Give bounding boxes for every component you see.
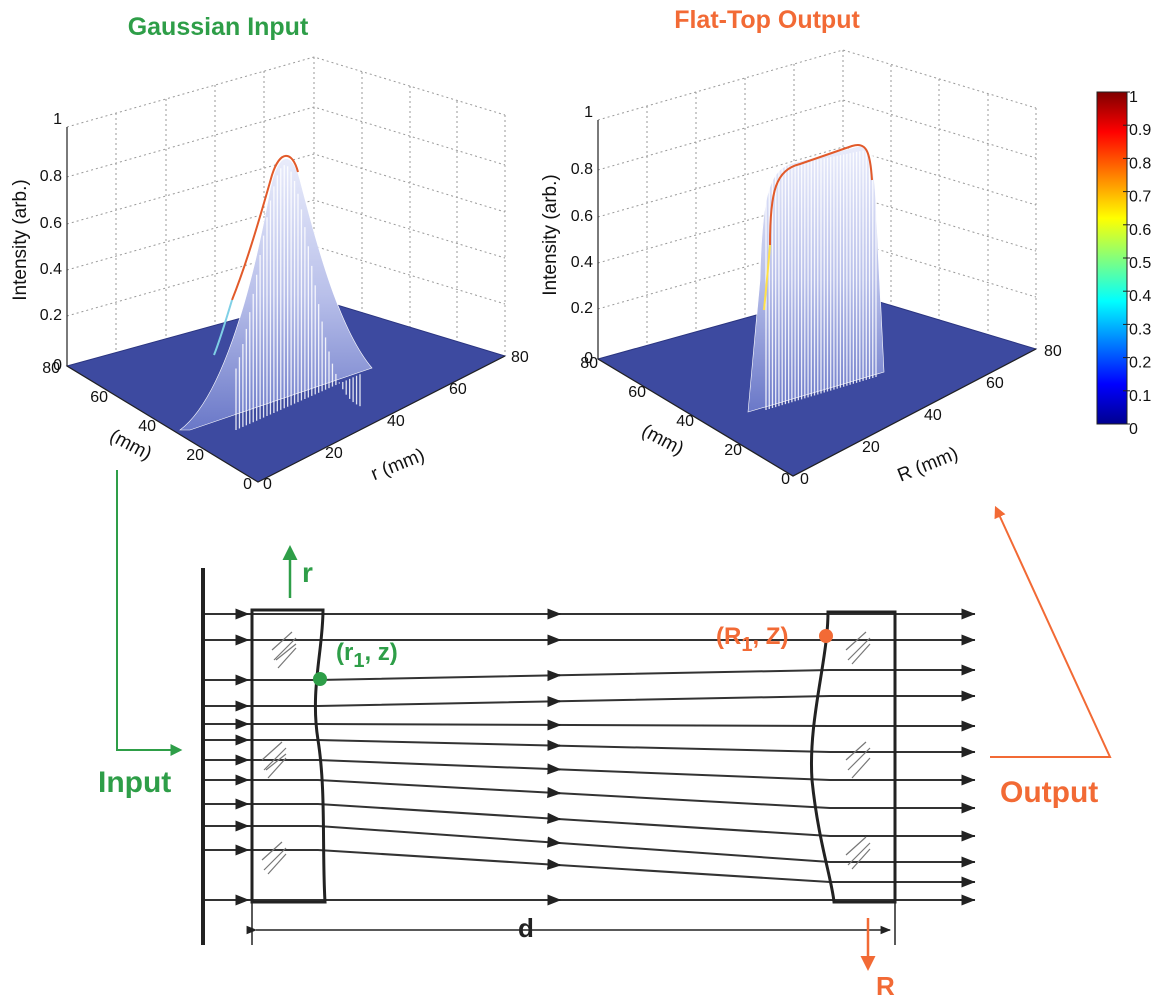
left-ztick: 0.2 [40, 307, 62, 324]
output-lens [809, 610, 897, 904]
left-xtick: 0 [263, 476, 272, 493]
right-ytick: 40 [676, 413, 694, 430]
colorbar-tick-label: 0.7 [1129, 189, 1151, 206]
lens-hatching [261, 631, 871, 875]
right-xtick: 20 [862, 439, 880, 456]
right-plot-title: Flat-Top Output [674, 6, 860, 34]
right-ytick: 80 [580, 355, 598, 372]
colorbar-tick-label: 0.9 [1129, 122, 1151, 139]
colorbar-tick-label: 0.3 [1129, 321, 1151, 338]
left-xtick: 80 [511, 349, 529, 366]
left-ztick: 0.4 [40, 261, 62, 278]
left-surface-mesh [235, 165, 361, 430]
right-ztick: 0.6 [571, 208, 593, 225]
right-xtick: 80 [1044, 343, 1062, 360]
colorbar-tick-label: 0.8 [1129, 155, 1151, 172]
right-surface-mesh [765, 148, 877, 410]
left-ztick: 1 [53, 111, 62, 128]
colorbar-tick-label: 0 [1129, 421, 1138, 438]
ray-arrow [547, 812, 562, 824]
right-zlabel: Intensity (arb.) [540, 174, 561, 295]
left-xtick: 40 [387, 413, 405, 430]
input-connector [116, 470, 183, 756]
left-ytick: 60 [90, 389, 108, 406]
colorbar-tick-label: 1 [1129, 89, 1138, 106]
left-ytick: 0 [243, 476, 252, 493]
right-ztick: 0 [584, 350, 593, 367]
left-plot-title: Gaussian Input [128, 13, 309, 41]
distance-label: d [518, 913, 534, 943]
colorbar-gradient [1096, 91, 1128, 425]
left-xtick: 20 [325, 445, 343, 462]
output-label: Output [1000, 776, 1098, 809]
left-ytick: 40 [138, 418, 156, 435]
output-point-label: (R1, Z) [716, 623, 788, 656]
ray [205, 825, 975, 863]
left-surface-plot: Gaussian Input 0 0.2 0.4 [10, 13, 529, 493]
ray [205, 723, 975, 727]
ray-arrow [547, 858, 562, 870]
right-ztick: 1 [584, 104, 593, 121]
input-point-label: (r1, z) [336, 639, 398, 672]
ray-arrow [547, 836, 562, 848]
left-zlabel: Intensity (arb.) [10, 179, 31, 300]
right-xtick: 60 [986, 375, 1004, 392]
beam-shaper-diagram: d r R (r1, z) (R1, Z) Input Output [98, 470, 1112, 1001]
output-connector [990, 505, 1112, 758]
ray [205, 849, 975, 883]
left-ytick: 20 [186, 447, 204, 464]
right-ztick: 0.8 [571, 161, 593, 178]
R-axis-label: R [876, 971, 895, 1001]
ray [205, 695, 975, 707]
right-surface-plot: Flat-Top Output 0 0.2 0.4 0.6 0.8 1 [540, 6, 1062, 488]
left-ztick: 0.8 [40, 168, 62, 185]
right-xtick: 0 [800, 471, 809, 488]
input-point-marker [313, 672, 327, 686]
r-axis-label: r [302, 557, 313, 588]
left-ztick: 0 [53, 357, 62, 374]
right-ytick: 20 [724, 442, 742, 459]
right-ytick: 60 [628, 384, 646, 401]
colorbar-tick-label: 0.4 [1129, 288, 1151, 305]
right-ytick: 0 [781, 471, 790, 488]
left-ytick: 80 [42, 360, 60, 377]
colorbar-tick-label: 0.1 [1129, 388, 1151, 405]
right-xtick: 40 [924, 407, 942, 424]
left-ztick: 0.6 [40, 215, 62, 232]
colorbar: 0 0.1 0.2 0.3 0.4 0.5 0.6 0.7 0.8 0.9 1 [1096, 89, 1151, 438]
right-ztick: 0.2 [571, 300, 593, 317]
colorbar-tick-label: 0.2 [1129, 355, 1151, 372]
colorbar-tick-label: 0.6 [1129, 222, 1151, 239]
left-xlabel: r (mm) [368, 445, 428, 485]
right-xlabel: R (mm) [895, 443, 962, 486]
input-lens [250, 608, 327, 904]
right-ztick: 0.4 [571, 254, 593, 271]
left-gaussian-ridge [179, 158, 373, 431]
left-xtick: 60 [449, 381, 467, 398]
ray-arrow [547, 786, 562, 799]
left-profile-curve [231, 154, 299, 301]
right-profile-curve [769, 144, 873, 246]
output-point-marker [819, 629, 833, 643]
colorbar-tick-label: 0.5 [1129, 255, 1151, 272]
input-label: Input [98, 766, 171, 799]
